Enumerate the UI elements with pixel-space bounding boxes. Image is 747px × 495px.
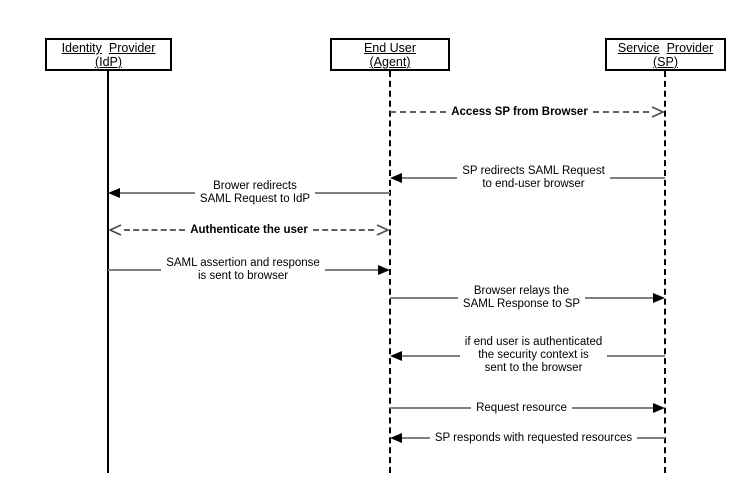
- actor-subtitle: (SP): [653, 55, 678, 69]
- message-label: if end user is authenticated the securit…: [464, 336, 603, 374]
- message-line-segment: [120, 192, 195, 194]
- message-security-context-sent: if end user is authenticated the securit…: [390, 336, 666, 375]
- message-line-segment: [607, 354, 666, 357]
- actor-box-end-user: End User (Agent): [330, 38, 450, 71]
- message-line-segment: [637, 437, 666, 439]
- message-line-segment: [609, 177, 666, 179]
- filled-arrowhead-left-icon: [390, 433, 402, 443]
- message-line-segment: [108, 269, 162, 271]
- message-line-segment: [312, 229, 375, 231]
- actor-title: Identity Provider: [47, 41, 170, 55]
- actor-subtitle: (Agent): [369, 55, 411, 69]
- message-label: SAML assertion and response is sent to b…: [166, 257, 320, 282]
- message-request-resource: Request resource: [390, 400, 665, 416]
- message-line-segment: [571, 407, 653, 409]
- open-arrowhead-left-icon: [108, 224, 122, 236]
- message-line-segment: [390, 407, 472, 409]
- message-label: Request resource: [476, 401, 567, 414]
- message-authenticate-the-user: Authenticate the user: [108, 222, 390, 238]
- actor-box-identity-provider: Identity Provider (IdP): [45, 38, 172, 71]
- message-sp-responds-with-resources: SP responds with requested resources: [390, 430, 666, 446]
- actor-title-part: Provider: [108, 41, 156, 55]
- filled-arrowhead-right-icon: [653, 403, 665, 413]
- filled-arrowhead-right-icon: [378, 265, 391, 275]
- message-line-segment: [402, 354, 460, 357]
- actor-title-part: Service: [617, 41, 660, 55]
- open-arrowhead-right-icon: [376, 224, 390, 236]
- filled-arrowhead-left-icon: [108, 188, 120, 198]
- message-sp-redirects-saml-request: SP redirects SAML Request to end-user br…: [390, 165, 666, 191]
- message-line-segment: [124, 229, 186, 231]
- message-line-segment: [402, 177, 458, 179]
- message-line-segment: [592, 111, 650, 113]
- filled-arrowhead-left-icon: [390, 173, 402, 183]
- message-line-segment: [315, 192, 391, 194]
- filled-arrowhead-right-icon: [653, 293, 666, 303]
- message-line-segment: [585, 297, 654, 299]
- actor-title-part: End User: [363, 41, 417, 55]
- message-label: Access SP from Browser: [451, 105, 588, 118]
- message-browser-relays-saml-response: Browser relays the SAML Response to SP: [390, 285, 666, 311]
- actor-title: End User: [332, 41, 448, 55]
- filled-arrowhead-left-icon: [390, 350, 402, 361]
- lifeline-identity-provider: [107, 71, 109, 473]
- actor-subtitle: (IdP): [94, 55, 123, 69]
- message-saml-assertion-and-response: SAML assertion and response is sent to b…: [108, 257, 391, 283]
- message-label: Browser relays the SAML Response to SP: [462, 285, 581, 310]
- message-line-segment: [402, 437, 430, 439]
- actor-box-service-provider: Service Provider (SP): [605, 38, 726, 71]
- lifeline-service-provider: [664, 71, 666, 473]
- message-browser-redirects-saml-request: Brower redirects SAML Request to IdP: [108, 180, 391, 206]
- message-label: Authenticate the user: [190, 223, 308, 236]
- message-label: Brower redirects SAML Request to IdP: [199, 180, 311, 205]
- message-access-sp-from-browser: Access SP from Browser: [390, 104, 665, 120]
- actor-title-part: Provider: [666, 41, 714, 55]
- message-label: SP redirects SAML Request to end-user br…: [462, 165, 605, 190]
- message-line-segment: [390, 297, 458, 299]
- message-label: SP responds with requested resources: [434, 431, 633, 444]
- message-line-segment: [390, 111, 447, 113]
- open-arrowhead-right-icon: [651, 106, 665, 118]
- actor-title-part: Identity: [61, 41, 102, 55]
- actor-title: Service Provider: [607, 41, 724, 55]
- message-line-segment: [324, 269, 379, 271]
